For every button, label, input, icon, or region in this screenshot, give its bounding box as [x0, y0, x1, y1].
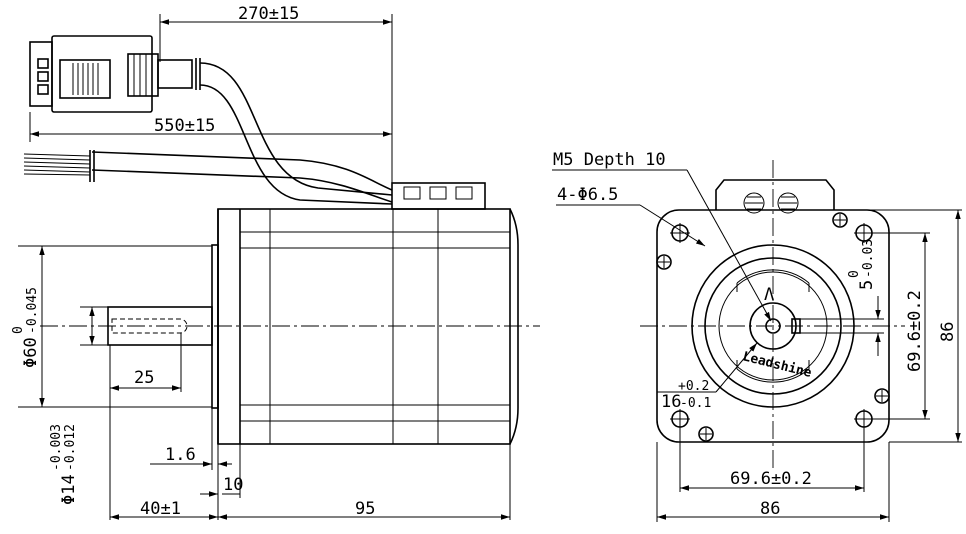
pilot-length-dim: 1.6 [165, 445, 196, 465]
flange-thickness-dim: 10 [223, 475, 243, 495]
motor-body [40, 182, 540, 445]
tap-note: M5 Depth 10 [553, 150, 666, 170]
shaft-dia-prefix: Φ14 [59, 474, 79, 505]
side-dimension-labels: 270±15 550±15 25 1.6 10 40±1 95 Φ60 0 -0… [11, 4, 375, 519]
cable-short-dim: 270±15 [238, 4, 299, 24]
shaft-diameter-dim: Φ14 -0.003 -0.012 [49, 424, 79, 505]
key-height-upper: +0.2 [678, 379, 709, 394]
key-height-prefix: 16 [661, 392, 681, 412]
front-pilot [640, 160, 905, 470]
shaft-dia-lower: -0.012 [63, 424, 78, 471]
front-dimension-labels: M5 Depth 10 4-Φ6.5 16 +0.2 -0.1 69.6±0.2… [553, 150, 958, 519]
pilot-dia-prefix: Φ60 [21, 337, 41, 368]
flange-width: 86 [760, 499, 780, 519]
pilot-diameter-dim: Φ60 0 -0.045 [11, 287, 41, 368]
key-width-prefix: 5 [857, 280, 877, 290]
holes-note: 4-Φ6.5 [557, 185, 618, 205]
front-view: Λ Leadshine [552, 150, 962, 522]
pilot-dia-upper: 0 [11, 326, 26, 334]
front-dimensions [656, 209, 962, 522]
front-connector [715, 179, 835, 214]
side-dimensions [18, 14, 511, 520]
shaft-extension-dim: 40±1 [140, 499, 181, 519]
key-length-dim: 25 [134, 368, 154, 388]
front-leaders [552, 169, 772, 393]
flange-height: 86 [938, 322, 958, 342]
side-view: 270±15 550±15 25 1.6 10 40±1 95 Φ60 0 -0… [11, 4, 540, 520]
key-height-lower: -0.1 [680, 396, 711, 411]
bolt-circle-h: 69.6±0.2 [730, 469, 812, 489]
pilot-dia-lower: -0.045 [25, 287, 40, 334]
db-connector [29, 35, 201, 113]
bolt-circle-v: 69.6±0.2 [905, 290, 925, 372]
key-width-lower: -0.03 [861, 239, 876, 278]
cable-long-dim: 550±15 [154, 116, 215, 136]
key-width-upper: 0 [847, 270, 862, 278]
key-width-dim: 5 0 -0.03 [847, 239, 877, 290]
brand-mark: Λ [764, 285, 774, 305]
shaft-dia-upper: -0.003 [49, 424, 64, 471]
cables [23, 62, 393, 205]
body-length-dim: 95 [355, 499, 375, 519]
screws [656, 212, 890, 442]
